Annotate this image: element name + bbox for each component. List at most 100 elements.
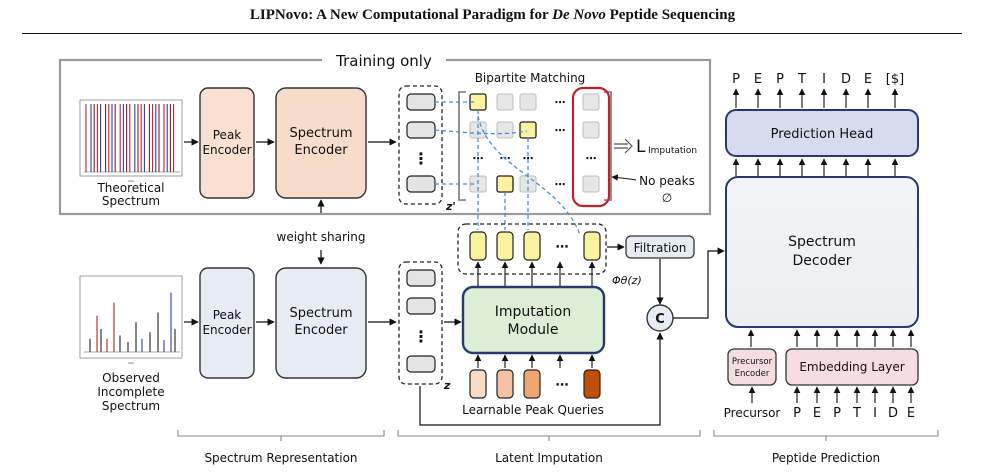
- peak-encoder-obs: [199, 267, 255, 379]
- precursor-label: Precursor: [724, 406, 781, 420]
- latent-imputation: Imputation Module ⋯ Φθ(z) ⋯: [419, 223, 725, 426]
- precursor-encoder-l2: Encoder: [735, 369, 770, 379]
- bipartite-matrix: ⋯⋯⋯⋯⋯⋯⋯: [469, 93, 600, 193]
- no-peaks-pointer: [611, 174, 637, 181]
- match-line-7: [477, 115, 581, 236]
- no-peaks-label: No peaks: [639, 174, 695, 188]
- page-header: LIPNovo: A New Computational Paradigm fo…: [0, 0, 985, 44]
- theoretical-spectrum-plot: m/z: [79, 99, 183, 183]
- title-italic: De Novo: [552, 7, 606, 23]
- phi-label: Φθ(z): [612, 274, 642, 287]
- observed-spectrum-plot: m/z: [79, 275, 183, 365]
- bipartite-title: Bipartite Matching: [475, 71, 586, 85]
- observed-xaxis-label: m/z: [128, 361, 134, 365]
- matrix-cell: [519, 121, 537, 139]
- header-rule: [22, 33, 962, 34]
- queries-label: Learnable Peak Queries: [462, 403, 604, 417]
- empty-set-label: ∅: [662, 191, 672, 205]
- head-output-arrows: [732, 88, 899, 108]
- z-prime-label: z': [445, 200, 456, 213]
- imputed-token-3: [523, 231, 541, 261]
- matrix-ellipsis: ⋯: [555, 178, 566, 191]
- training-banner: Training only: [335, 52, 432, 70]
- query-token-2: [496, 369, 514, 399]
- input-token: E: [907, 406, 915, 421]
- brace-spectrum-representation: [177, 430, 385, 441]
- matrix-cell: [496, 121, 514, 139]
- matrix-ellipsis: ⋯: [586, 152, 597, 165]
- precursor-encoder: [727, 348, 777, 386]
- query-token-3: [523, 369, 541, 399]
- peak-encoder-train-l1: Peak: [213, 128, 242, 142]
- section-label-3: Peptide Prediction: [772, 451, 880, 465]
- concat-label: C: [655, 312, 665, 327]
- loss-subscript: Imputation: [648, 146, 697, 156]
- arrow-concat-to-decoder: [673, 247, 725, 319]
- imputed-token-2: [496, 231, 514, 261]
- matrix-cell: [582, 175, 600, 193]
- section-braces: [177, 430, 939, 441]
- z-label: z: [443, 379, 451, 392]
- z-prime-ellipsis: ⋮: [413, 149, 429, 168]
- imputed-tokens-group: [457, 223, 607, 275]
- queries-to-module-arrows: [474, 354, 596, 368]
- theoretical-xaxis-label: m/z: [128, 179, 134, 183]
- z-token-1: [406, 269, 436, 287]
- spectrum-decoder-l2: Decoder: [793, 253, 852, 269]
- spectrum-decoder: [725, 176, 919, 328]
- z-token-2: [406, 297, 436, 315]
- matrix-cell: [519, 93, 537, 111]
- output-token: P: [776, 72, 784, 87]
- input-token: D: [888, 406, 898, 421]
- spectrum-encoder-train-l1: Spectrum: [290, 126, 353, 141]
- output-token: E: [754, 72, 762, 87]
- observed-peaks: [84, 292, 180, 353]
- theoretical-label-line2: Spectrum: [102, 194, 160, 208]
- z-prime-token-1: [406, 93, 436, 111]
- input-token: P: [833, 406, 841, 421]
- filtration-label: Filtration: [634, 241, 687, 255]
- embedding-layer: [785, 348, 919, 386]
- input-token: T: [852, 406, 861, 421]
- query-ellipsis: ⋯: [556, 378, 569, 393]
- no-peaks-highlight: [571, 86, 611, 208]
- embedding-to-decoder-arrows: [793, 329, 915, 347]
- imputed-ellipsis: ⋯: [556, 240, 569, 255]
- z-token-3: [406, 355, 436, 373]
- output-token: T: [797, 72, 806, 87]
- imputation-module-l1: Imputation: [495, 304, 571, 320]
- matrix-bracket-left: [458, 91, 466, 201]
- spectrum-encoder-obs: [275, 267, 367, 379]
- input-token: I: [873, 406, 877, 421]
- precursor-encoder-l1: Precursor: [732, 357, 773, 367]
- theoretical-peaks: [84, 104, 180, 173]
- z-prime-token-2: [406, 121, 436, 139]
- input-token: E: [813, 406, 821, 421]
- spectrum-encoder-obs-l1: Spectrum: [290, 306, 353, 321]
- spectrum-encoder-train: [275, 87, 367, 199]
- brace-peptide-prediction: [713, 430, 939, 441]
- matrix-cell: [582, 121, 600, 139]
- spectrum-encoder-obs-l2: Encoder: [294, 323, 348, 338]
- input-token-arrows: [793, 386, 915, 403]
- query-token-4: [583, 369, 601, 399]
- imputation-module: [461, 285, 606, 355]
- module-to-tokens-arrows: [474, 261, 596, 286]
- output-token: I: [822, 72, 826, 87]
- prediction-head: [725, 109, 919, 157]
- peak-encoder-obs-l1: Peak: [213, 308, 242, 322]
- theoretical-label-line1: Theoretical: [96, 181, 164, 195]
- query-token-1: [469, 369, 487, 399]
- loss-symbol: L: [636, 137, 646, 157]
- z-ellipsis: ⋮: [413, 327, 429, 346]
- skip-connection-z-to-concat: [419, 332, 664, 426]
- decoder-to-head-arrows: [732, 158, 899, 176]
- peak-encoder-obs-l2: Encoder: [202, 323, 251, 337]
- page-title: LIPNovo: A New Computational Paradigm fo…: [0, 7, 985, 24]
- match-line-2: [434, 129, 528, 135]
- implies-arrow: [614, 138, 633, 154]
